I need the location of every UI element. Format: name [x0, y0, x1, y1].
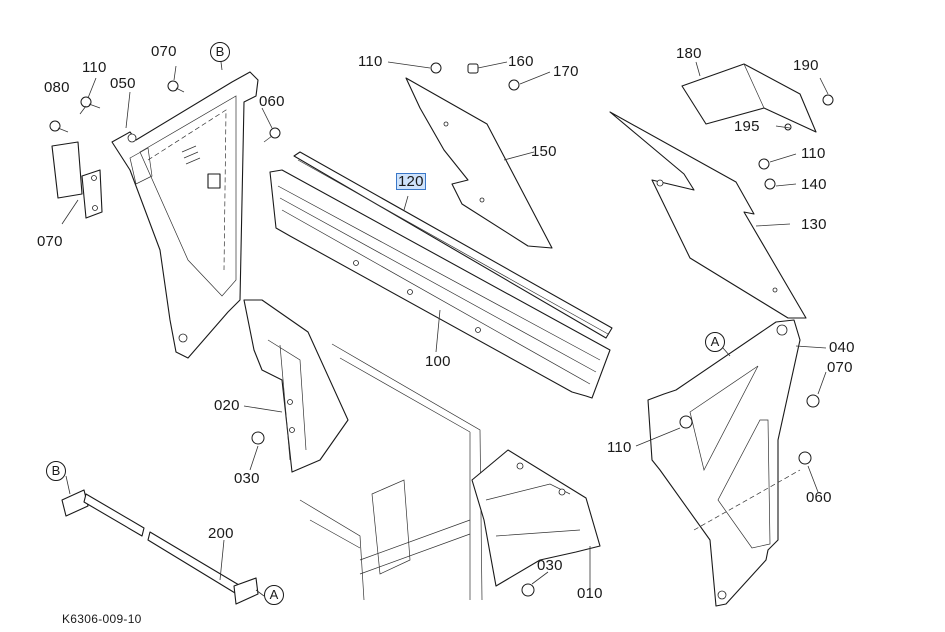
- bolt-110-right-top[interactable]: [758, 158, 770, 170]
- part-label-070-top[interactable]: 070: [151, 43, 177, 60]
- part-label-130[interactable]: 130: [801, 216, 827, 233]
- part-label-040[interactable]: 040: [829, 339, 855, 356]
- reference-marker-b-rod: B: [46, 461, 66, 481]
- strip-120[interactable]: [293, 151, 613, 339]
- bolt-110-right[interactable]: [679, 415, 693, 429]
- right-bracket-040[interactable]: [647, 319, 801, 607]
- part-label-070-right[interactable]: 070: [827, 359, 853, 376]
- part-label-060-top[interactable]: 060: [259, 93, 285, 110]
- latch-080[interactable]: [51, 141, 103, 219]
- bolt-090[interactable]: [49, 120, 69, 133]
- channel-100[interactable]: [269, 169, 611, 399]
- reference-marker-a-right: A: [705, 332, 725, 352]
- reference-marker-b-top: B: [210, 42, 230, 62]
- bolt-060-top[interactable]: [263, 127, 281, 143]
- part-label-200[interactable]: 200: [208, 525, 234, 542]
- reference-marker-a-rod: A: [264, 585, 284, 605]
- part-label-080[interactable]: 070: [37, 233, 63, 250]
- part-label-120-selected[interactable]: 120: [396, 173, 426, 190]
- bolt-190[interactable]: [822, 94, 834, 106]
- bolt-060-right[interactable]: [798, 451, 812, 465]
- bolt-170[interactable]: [508, 79, 520, 91]
- frame: [299, 343, 483, 601]
- part-label-140[interactable]: 140: [801, 176, 827, 193]
- part-label-160[interactable]: 160: [508, 53, 534, 70]
- part-label-110-mid[interactable]: 110: [358, 53, 383, 70]
- rod-200[interactable]: [61, 489, 259, 605]
- plate-130[interactable]: [609, 111, 807, 319]
- bolt-070-right[interactable]: [806, 394, 820, 408]
- bolt-140[interactable]: [764, 178, 776, 190]
- part-label-030-left[interactable]: 030: [234, 470, 260, 487]
- washer-195[interactable]: [784, 123, 792, 131]
- part-label-180[interactable]: 180: [676, 45, 702, 62]
- bracket-010[interactable]: [471, 449, 601, 587]
- part-label-090[interactable]: 080: [44, 79, 70, 96]
- part-label-110-right[interactable]: 110: [607, 439, 632, 456]
- part-label-030-right[interactable]: 030: [537, 557, 563, 574]
- bolt-110-left[interactable]: [80, 96, 101, 109]
- part-label-100[interactable]: 100: [425, 353, 451, 370]
- part-label-110-left[interactable]: 110: [82, 59, 107, 76]
- bolt-110-mid[interactable]: [430, 62, 442, 74]
- part-label-195[interactable]: 195: [734, 118, 760, 135]
- part-label-060-right[interactable]: 060: [806, 489, 832, 506]
- part-label-010[interactable]: 010: [577, 585, 603, 602]
- plate-150[interactable]: [405, 77, 553, 249]
- left-bracket-050[interactable]: [111, 71, 259, 359]
- part-label-190[interactable]: 190: [793, 57, 819, 74]
- part-label-050[interactable]: 050: [110, 75, 136, 92]
- bolt-070-top[interactable]: [167, 80, 185, 93]
- leader-lines: [61, 53, 829, 597]
- bolt-030-left[interactable]: [251, 431, 265, 445]
- part-label-110-right-top[interactable]: 110: [801, 145, 826, 162]
- nut-160[interactable]: [467, 63, 479, 74]
- cover-180[interactable]: [681, 63, 817, 133]
- part-label-150[interactable]: 150: [531, 143, 557, 160]
- bracket-020[interactable]: [243, 299, 349, 473]
- bolt-030-right[interactable]: [521, 583, 535, 597]
- drawing-code: K6306-009-10: [62, 612, 142, 626]
- part-label-170[interactable]: 170: [553, 63, 579, 80]
- part-label-020[interactable]: 020: [214, 397, 240, 414]
